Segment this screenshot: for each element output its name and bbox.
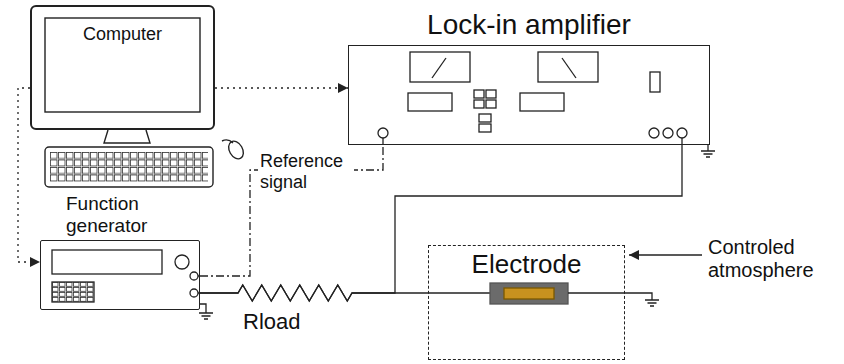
- jack-stub: [681, 138, 682, 145]
- ground-symbol: [645, 300, 659, 306]
- mouse-cord: [222, 140, 233, 143]
- function-generator: Function generator: [40, 240, 200, 310]
- generator-keys: [52, 282, 94, 302]
- generator-knob: [175, 255, 189, 269]
- jack-stub: [382, 138, 383, 145]
- panel-display: [408, 93, 452, 111]
- wire: [428, 292, 490, 293]
- ground-symbol: [199, 304, 213, 319]
- node-text: Computer: [32, 24, 213, 46]
- signal-label: Reference signal: [258, 151, 354, 192]
- meter-needle: [432, 58, 446, 78]
- electrode-film: [504, 288, 554, 299]
- monitor-stand: [104, 130, 150, 143]
- keyboard-keys: [50, 152, 208, 182]
- input-jack: [649, 128, 659, 138]
- reference-wire: [200, 145, 383, 276]
- callout-label: Controled atmosphere: [708, 236, 830, 282]
- wire: [568, 293, 652, 300]
- panel-button: [486, 90, 496, 98]
- callout-arrow: [629, 254, 702, 255]
- panel-meter: [538, 52, 598, 82]
- node-text: Electrode: [429, 249, 624, 279]
- panel-button: [474, 100, 484, 108]
- signal-output-jack: [190, 289, 198, 297]
- mouse: [226, 139, 247, 162]
- panel-button: [479, 114, 491, 122]
- panel-meter: [410, 52, 470, 82]
- controlled-atmosphere-chamber: Electrode: [428, 245, 625, 360]
- measurement-wire: [200, 145, 682, 301]
- panel-button: [474, 90, 484, 98]
- resistor-label: Rload: [243, 309, 300, 334]
- input-jack: [677, 128, 687, 138]
- generator-display: [52, 250, 162, 274]
- keyboard: [45, 147, 213, 187]
- node-text: Function generator: [66, 193, 178, 237]
- sync-output-jack: [190, 272, 198, 280]
- reference-input-jack: [378, 128, 388, 138]
- meter-needle: [562, 58, 576, 78]
- computer-monitor: Computer: [30, 5, 215, 130]
- generator-keypad: [52, 282, 94, 302]
- function-generator-panel: [52, 250, 213, 319]
- node-text: Lock-in amplifier: [427, 8, 631, 42]
- lock-in-amplifier: Lock-in amplifier: [348, 45, 710, 145]
- panel-switch: [650, 72, 660, 92]
- panel-display: [520, 93, 564, 111]
- panel-button: [479, 124, 491, 132]
- input-jack: [663, 128, 673, 138]
- panel-button: [486, 100, 496, 108]
- lock-in-front-panel: [378, 52, 715, 157]
- control-link: [215, 87, 348, 88]
- ground-symbol: [701, 145, 715, 157]
- control-link: [18, 88, 40, 262]
- electrode-substrate: [490, 283, 568, 304]
